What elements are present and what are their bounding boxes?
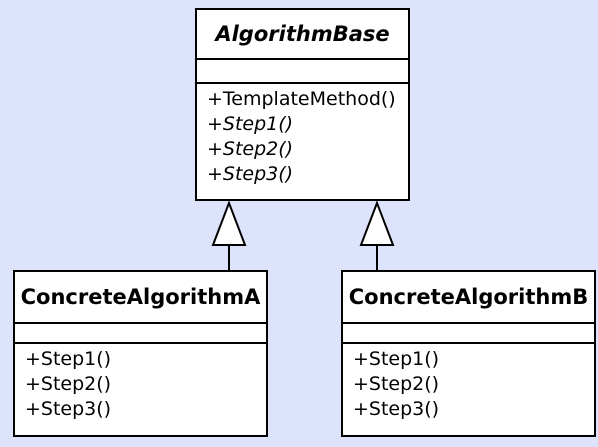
inheritance-arrowhead-b — [359, 200, 395, 246]
class-name: ConcreteAlgorithmB — [343, 272, 594, 324]
class-name: AlgorithmBase — [197, 10, 408, 60]
methods-compartment: +Step1() +Step2() +Step3() — [15, 344, 266, 422]
class-name: ConcreteAlgorithmA — [15, 272, 266, 324]
attributes-compartment — [15, 324, 266, 344]
method-template-method: +TemplateMethod() — [207, 88, 396, 110]
method-step3: +Step3() — [207, 163, 294, 185]
methods-compartment: +TemplateMethod() +Step1() +Step2() +Ste… — [197, 84, 408, 187]
method-step1: +Step1() — [207, 113, 294, 135]
method-step3: +Step3() — [353, 398, 440, 420]
method-step2: +Step2() — [207, 138, 294, 160]
class-box-concrete-algorithm-b: ConcreteAlgorithmB +Step1() +Step2() +St… — [341, 270, 596, 437]
generalization-arrow-b — [359, 200, 395, 271]
method-step3: +Step3() — [25, 398, 112, 420]
methods-compartment: +Step1() +Step2() +Step3() — [343, 344, 594, 422]
method-step1: +Step1() — [25, 348, 112, 370]
attributes-compartment — [343, 324, 594, 344]
generalization-arrow-a — [211, 200, 247, 271]
class-box-algorithm-base: AlgorithmBase +TemplateMethod() +Step1()… — [195, 8, 410, 201]
class-box-concrete-algorithm-a: ConcreteAlgorithmA +Step1() +Step2() +St… — [13, 270, 268, 437]
method-step1: +Step1() — [353, 348, 440, 370]
method-step2: +Step2() — [25, 373, 112, 395]
method-step2: +Step2() — [353, 373, 440, 395]
attributes-compartment — [197, 60, 408, 84]
inheritance-arrowhead-a — [211, 200, 247, 246]
